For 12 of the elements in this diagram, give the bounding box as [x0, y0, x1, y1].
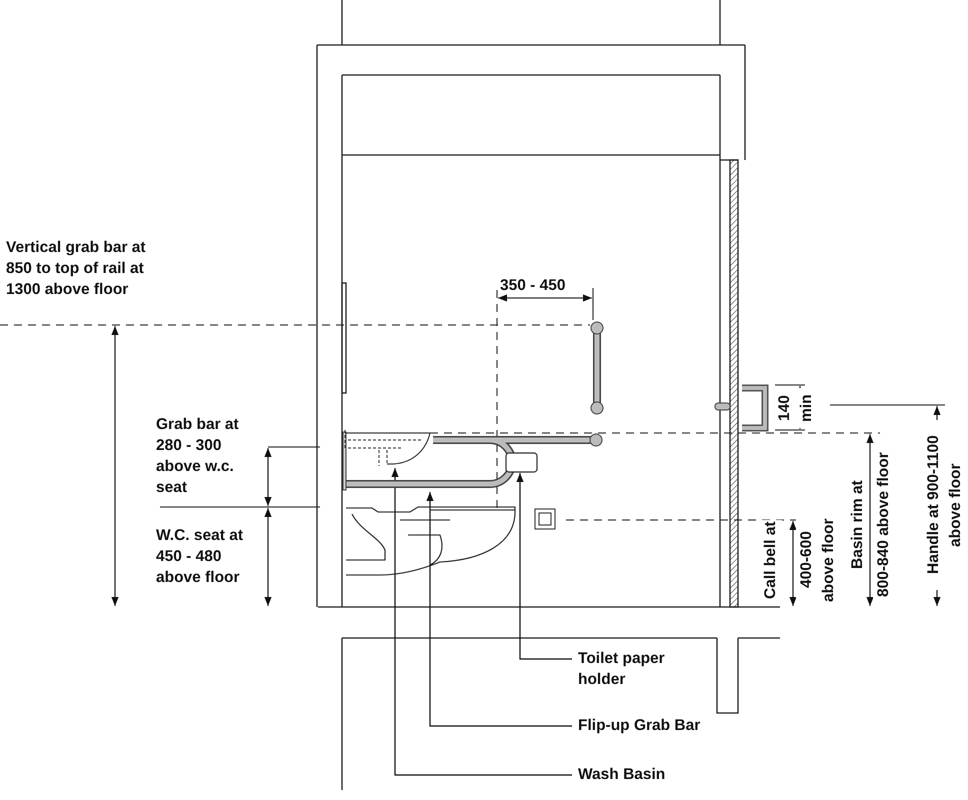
note-text: W.C. seat at 450 - 480 above floor: [156, 526, 244, 588]
flip-up-grab-bar-drawing: [343, 432, 605, 492]
leader-line: [516, 473, 572, 660]
callout-text: Toilet paper holder: [578, 648, 688, 690]
leader-line: [391, 468, 572, 776]
leader-line: [426, 492, 572, 727]
note-text: Vertical grab bar at 850 to top of rail at 1300 above floor: [6, 238, 147, 300]
dimension-text: 350 - 450: [500, 276, 566, 296]
callout-text: Flip-up Grab Bar: [578, 715, 738, 736]
note-text: Grab bar at 280 - 300 above w.c. seat: [156, 415, 240, 498]
note-text: Call bell at: [760, 520, 782, 600]
callout-text: Wash Basin: [578, 764, 698, 785]
